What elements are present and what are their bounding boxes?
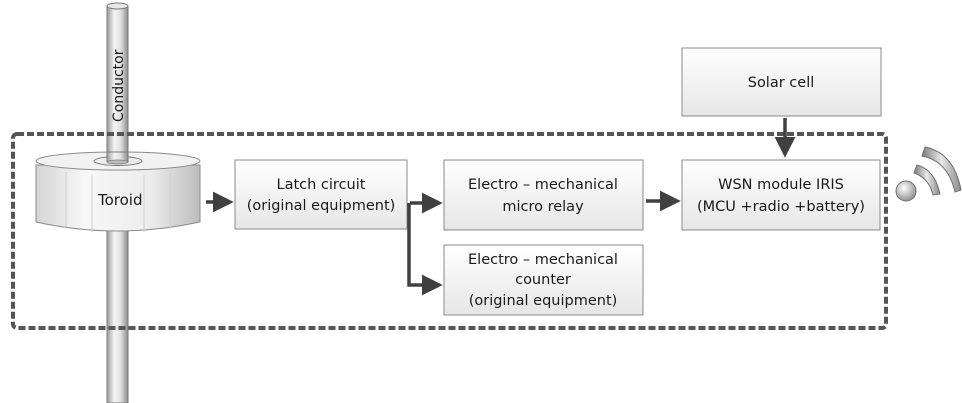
counter-line3: (original equipment)	[469, 293, 618, 309]
wireless-signal-icon	[895, 146, 962, 202]
wave-inner	[913, 164, 941, 196]
conductor-rod-top	[106, 2, 129, 10]
wave-outer	[921, 146, 962, 193]
counter-line1: Electro – mechanical	[468, 252, 618, 268]
counter-box	[443, 244, 644, 316]
micro-relay-block: Electro – mechanical micro relay	[443, 159, 644, 231]
conductor-hole-edge	[106, 159, 129, 165]
conductor-rod-lower	[106, 219, 129, 403]
latch-circuit-box	[234, 159, 408, 230]
solar-cell-box	[681, 47, 882, 117]
conductor-label: Conductor	[111, 49, 127, 122]
system-boundary	[11, 132, 888, 330]
wsn-line1: WSN module IRIS	[718, 177, 844, 193]
relay-line2: micro relay	[502, 199, 584, 215]
solar-label: Solar cell	[748, 75, 815, 91]
toroid-body	[35, 164, 201, 232]
toroid: Toroid	[35, 151, 201, 232]
latch-circuit-block: Latch circuit (original equipment)	[234, 159, 408, 230]
wsn-module-block: WSN module IRIS (MCU +radio +battery)	[681, 159, 881, 231]
counter-block: Electro – mechanical counter (original e…	[443, 244, 644, 316]
relay-line1: Electro – mechanical	[468, 177, 618, 193]
micro-relay-box	[443, 159, 644, 231]
antenna-ball	[895, 180, 917, 202]
latch-line2: (original equipment)	[247, 198, 396, 214]
wsn-module-box	[681, 159, 881, 231]
solar-cell-block: Solar cell	[681, 47, 882, 117]
wsn-line2: (MCU +radio +battery)	[697, 199, 865, 215]
arrow-latch-to-counter	[407, 203, 443, 296]
toroid-label: Toroid	[97, 191, 143, 209]
latch-line1: Latch circuit	[277, 177, 366, 193]
counter-line2: counter	[515, 272, 571, 288]
